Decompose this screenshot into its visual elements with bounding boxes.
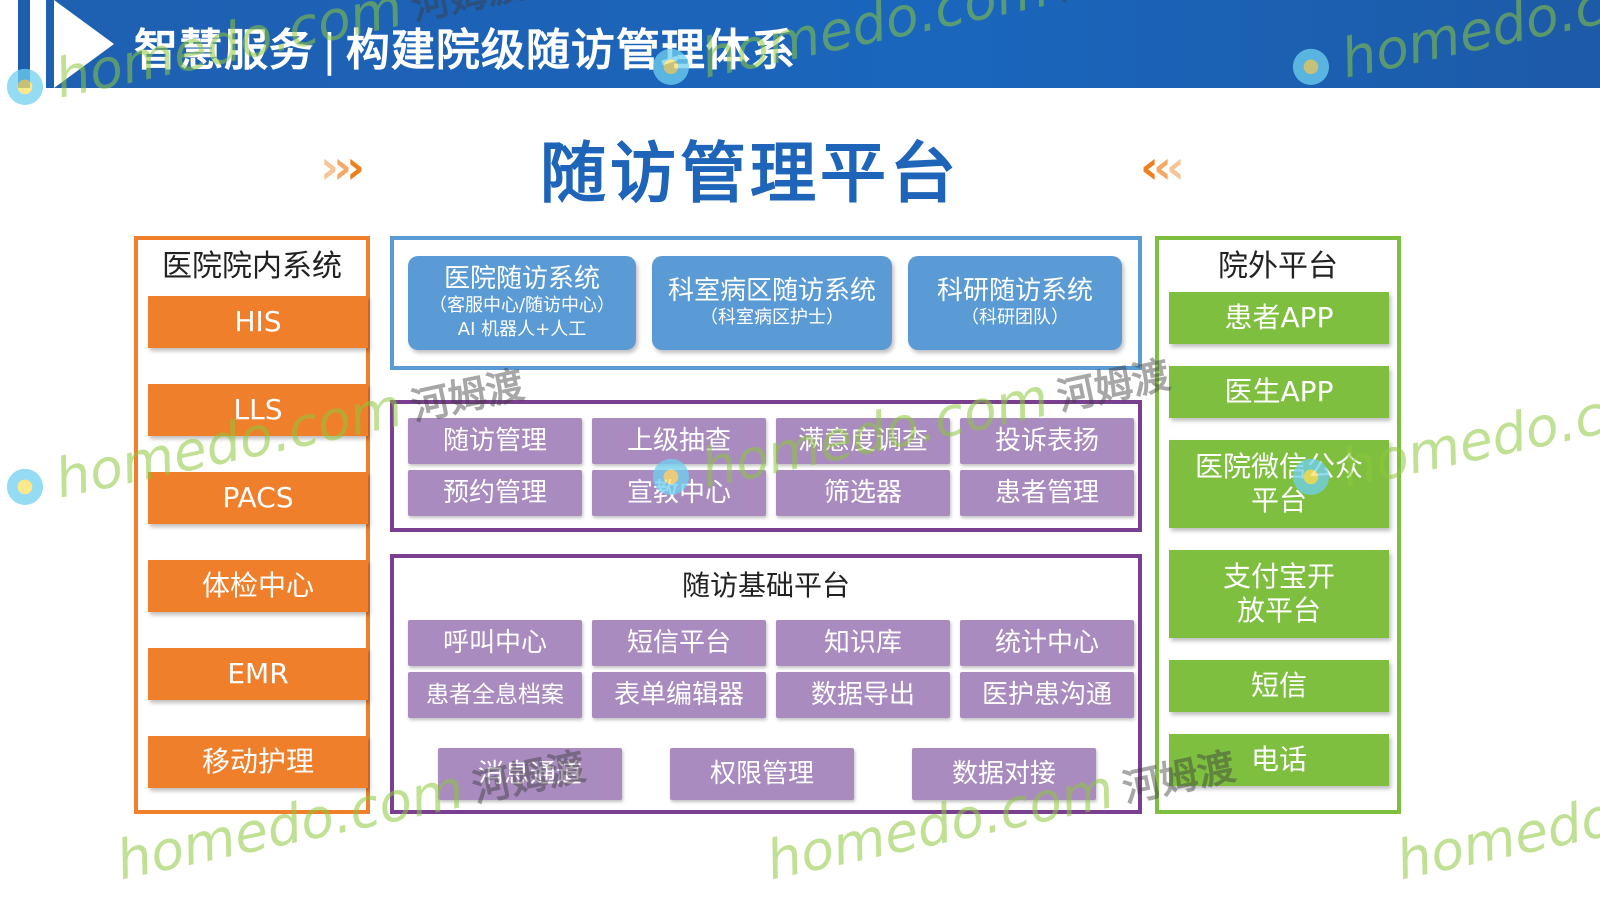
system-subtitle: （客服中心/随访中心） <box>428 295 616 316</box>
watermark: homedo.com <box>1390 757 1600 893</box>
module-filter[interactable]: 筛选器 <box>776 470 950 516</box>
platform-title: 随访管理平台 <box>540 135 960 212</box>
chevron-left-icon: ‹‹‹ <box>1140 140 1185 194</box>
module-satisfaction-survey[interactable]: 满意度调查 <box>776 418 950 464</box>
internal-item-his[interactable]: HIS <box>148 296 368 348</box>
base-permission-management[interactable]: 权限管理 <box>670 748 854 800</box>
base-data-integration[interactable]: 数据对接 <box>912 748 1096 800</box>
research-followup-system[interactable]: 科研随访系统 （科研团队） <box>908 256 1122 350</box>
internal-item-emr[interactable]: EMR <box>148 648 368 700</box>
title-left: 智慧服务 <box>134 25 314 76</box>
department-followup-system[interactable]: 科室病区随访系统 （科室病区护士） <box>652 256 892 350</box>
followup-systems-panel: 医院随访系统 （客服中心/随访中心） AI 机器人+人工 科室病区随访系统 （科… <box>390 236 1142 370</box>
internal-systems-panel: 医院院内系统 HIS LLS PACS 体检中心 EMR 移动护理 <box>134 236 370 814</box>
system-title: 医院随访系统 <box>443 264 600 294</box>
external-item-wechat[interactable]: 医院微信公众平台 <box>1169 440 1389 528</box>
system-subtitle: （科室病区护士） <box>700 307 844 328</box>
module-supervisor-check[interactable]: 上级抽查 <box>592 418 766 464</box>
internal-item-pacs[interactable]: PACS <box>148 472 368 524</box>
header-arrow-icon <box>54 0 114 88</box>
base-message-channel[interactable]: 消息通道 <box>438 748 622 800</box>
base-data-export[interactable]: 数据导出 <box>776 672 950 718</box>
internal-item-mobile-nursing[interactable]: 移动护理 <box>148 736 368 788</box>
base-platform-title: 随访基础平台 <box>681 569 850 602</box>
base-knowledge-base[interactable]: 知识库 <box>776 620 950 666</box>
page-title: 智慧服务|构建院级随访管理体系 <box>134 14 796 78</box>
system-title: 科研随访系统 <box>936 276 1093 306</box>
header-stripe-1 <box>0 0 18 88</box>
modules-panel: 随访管理 上级抽查 满意度调查 投诉表扬 预约管理 宣教中心 筛选器 患者管理 <box>390 400 1142 532</box>
system-title: 科室病区随访系统 <box>667 276 876 306</box>
chevron-right-icon: ››› <box>320 140 365 194</box>
base-patient-records[interactable]: 患者全息档案 <box>408 672 582 718</box>
module-appointment-management[interactable]: 预约管理 <box>408 470 582 516</box>
system-subtitle-2: AI 机器人+人工 <box>457 319 587 340</box>
header-banner: 智慧服务|构建院级随访管理体系 <box>0 0 1600 88</box>
base-call-center[interactable]: 呼叫中心 <box>408 620 582 666</box>
system-subtitle: （科研团队） <box>961 307 1069 328</box>
base-sms-platform[interactable]: 短信平台 <box>592 620 766 666</box>
internal-item-lls[interactable]: LLS <box>148 384 368 436</box>
external-item-alipay[interactable]: 支付宝开放平台 <box>1169 550 1389 638</box>
internal-systems-title: 医院院内系统 <box>162 249 342 284</box>
module-complaints-praise[interactable]: 投诉表扬 <box>960 418 1134 464</box>
external-item-phone[interactable]: 电话 <box>1169 734 1389 786</box>
base-doctor-patient-communication[interactable]: 医护患沟通 <box>960 672 1134 718</box>
title-separator: | <box>322 25 338 76</box>
hospital-followup-system[interactable]: 医院随访系统 （客服中心/随访中心） AI 机器人+人工 <box>408 256 636 350</box>
base-platform-panel: 随访基础平台 呼叫中心 短信平台 知识库 统计中心 患者全息档案 表单编辑器 数… <box>390 554 1142 814</box>
external-platforms-panel: 院外平台 患者APP 医生APP 医院微信公众平台 支付宝开放平台 短信 电话 <box>1155 236 1401 814</box>
external-item-doctor-app[interactable]: 医生APP <box>1169 366 1389 418</box>
external-item-patient-app[interactable]: 患者APP <box>1169 292 1389 344</box>
module-followup-management[interactable]: 随访管理 <box>408 418 582 464</box>
internal-item-checkup[interactable]: 体检中心 <box>148 560 368 612</box>
header-stripe-2 <box>30 0 46 88</box>
external-platforms-title: 院外平台 <box>1218 249 1338 284</box>
flower-logo-icon <box>0 453 59 520</box>
external-item-sms[interactable]: 短信 <box>1169 660 1389 712</box>
module-education-center[interactable]: 宣教中心 <box>592 470 766 516</box>
title-right: 构建院级随访管理体系 <box>345 25 796 76</box>
module-patient-management[interactable]: 患者管理 <box>960 470 1134 516</box>
base-form-editor[interactable]: 表单编辑器 <box>592 672 766 718</box>
base-statistics-center[interactable]: 统计中心 <box>960 620 1134 666</box>
